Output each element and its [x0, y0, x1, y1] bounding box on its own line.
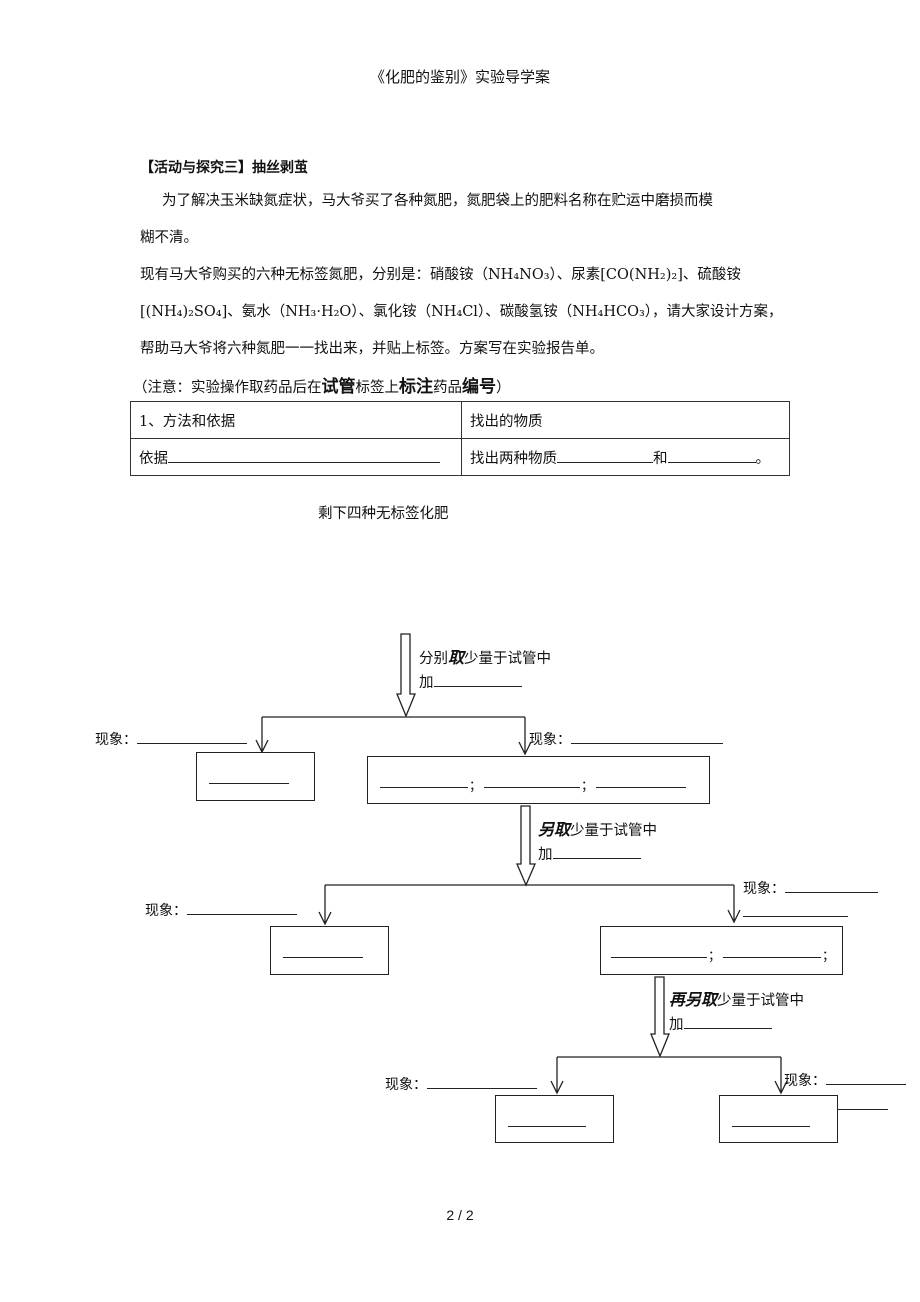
result-box-group: ； ； [367, 756, 710, 804]
basis-blank[interactable] [168, 448, 440, 463]
phenomenon-blank[interactable] [826, 1070, 906, 1085]
phenomenon-blank-continued[interactable] [743, 916, 848, 917]
answer-blank[interactable] [484, 775, 580, 788]
phenomenon-left-1: 现象： [95, 729, 247, 749]
report-table: 1、方法和依据 找出的物质 依据 找出两种物质和。 [130, 401, 790, 476]
phenomenon-blank[interactable] [571, 729, 723, 744]
phenomenon-left-2: 现象： [145, 900, 297, 920]
phenomenon-blank[interactable] [187, 900, 297, 915]
answer-blank[interactable] [380, 775, 468, 788]
result-box [196, 752, 315, 801]
phenomenon-blank[interactable] [427, 1074, 537, 1089]
step1-instruction: 分别取少量于试管中 加 [419, 648, 552, 691]
task-line-2: [(NH₄)₂SO₄]、氨水（NH₃·H₂O）、氯化铵（NH₄Cl）、碳酸氢铵（… [140, 304, 783, 320]
answer-blank[interactable] [723, 945, 821, 958]
result-box [270, 926, 389, 975]
intro-line-1: 为了解决玉米缺氮症状，马大爷买了各种氮肥，氮肥袋上的肥料名称在贮运中磨损而模 [162, 193, 713, 209]
phenomenon-left-3: 现象： [385, 1074, 537, 1094]
page-title: 《化肥的鉴别》实验导学案 [369, 68, 550, 86]
answer-blank[interactable] [209, 771, 289, 784]
step3-instruction: 再另取少量于试管中 加 [669, 990, 805, 1033]
result-box [719, 1095, 838, 1143]
substance-blank-1[interactable] [557, 448, 653, 463]
step1-reagent-blank[interactable] [433, 672, 522, 687]
table-cell: 依据 [130, 438, 462, 476]
task-line-3: 帮助马大爷将六种氮肥一一找出来，并贴上标签。方案写在实验报告单。 [140, 341, 604, 357]
phenomenon-right-2: 现象： [743, 878, 878, 898]
phenomenon-blank[interactable] [137, 729, 247, 744]
task-line-1: 现有马大爷购买的六种无标签氮肥，分别是：硝酸铵（NH₄NO₃）、尿素[CO(NH… [140, 267, 741, 283]
phenomenon-blank[interactable] [785, 878, 878, 893]
table-row: 依据 找出两种物质和。 [130, 438, 790, 476]
phenomenon-right-1: 现象： [529, 729, 723, 749]
page-number: 2 / 2 [446, 1207, 474, 1223]
result-box-group: ； ； [600, 926, 843, 975]
note: （注意：实验操作取药品后在试管标签上标注药品编号） [133, 377, 511, 397]
answer-blank[interactable] [611, 945, 707, 958]
answer-blank[interactable] [596, 775, 686, 788]
phenomenon-right-3: 现象： [784, 1070, 906, 1090]
answer-blank[interactable] [283, 945, 363, 958]
step2-instruction: 另取少量于试管中 加 [538, 820, 658, 863]
answer-blank[interactable] [508, 1114, 586, 1127]
table-cell: 1、方法和依据 [130, 401, 462, 439]
remaining-label: 剩下四种无标签化肥 [318, 506, 449, 522]
result-box [495, 1095, 614, 1143]
answer-blank[interactable] [732, 1114, 810, 1127]
step3-reagent-blank[interactable] [683, 1014, 772, 1029]
table-cell: 找出两种物质和。 [461, 438, 790, 476]
step2-reagent-blank[interactable] [552, 844, 641, 859]
section-heading: 【活动与探究三】抽丝剥茧 [140, 160, 308, 176]
intro-line-2: 糊不清。 [140, 230, 198, 246]
substance-blank-2[interactable] [667, 448, 756, 463]
